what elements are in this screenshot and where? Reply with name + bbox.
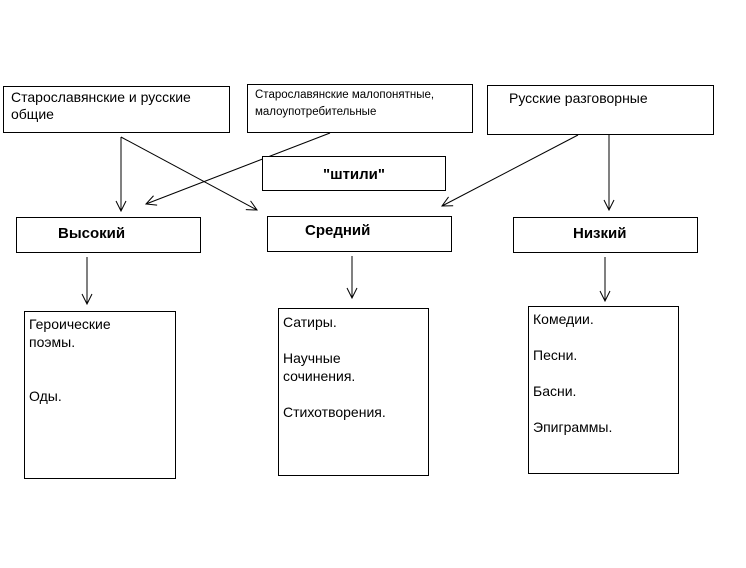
level-middle-box: [267, 216, 452, 252]
genres-high-box: [24, 311, 176, 479]
title-box: [262, 156, 446, 191]
arrow-colloquial-to-middle: [442, 134, 579, 206]
diagram-title: "штили": [322, 166, 386, 183]
genres-middle-list: Сатиры. Научные сочинения. Стихотворения…: [283, 314, 386, 420]
level-middle-label: Средний: [305, 222, 371, 239]
source-oldslavonic-rare-label: Старославянские малопонятные, малоупотре…: [255, 89, 435, 119]
level-high-label: Высокий: [58, 225, 126, 242]
genres-low-list: Комедии. Песни. Басни. Эпиграммы.: [533, 311, 613, 435]
level-low-label: Низкий: [573, 225, 627, 242]
source-russian-colloquial-label: Русские разговорные: [509, 90, 648, 106]
genres-low-box: [528, 306, 679, 474]
level-low-box: [513, 217, 698, 253]
level-high-box: [16, 217, 201, 253]
source-oldslavonic-common-label: Старославянские и русские общие: [11, 89, 191, 122]
genres-middle-box: [278, 308, 429, 476]
arrow-common-to-middle: [120, 136, 257, 210]
arrow-rare-to-high: [146, 132, 331, 204]
genres-high-list: Героические поэмы. Оды.: [29, 316, 111, 404]
source-oldslavonic-rare-box: [247, 84, 473, 133]
source-russian-colloquial-box: [487, 85, 714, 135]
source-oldslavonic-common-box: [3, 86, 230, 133]
